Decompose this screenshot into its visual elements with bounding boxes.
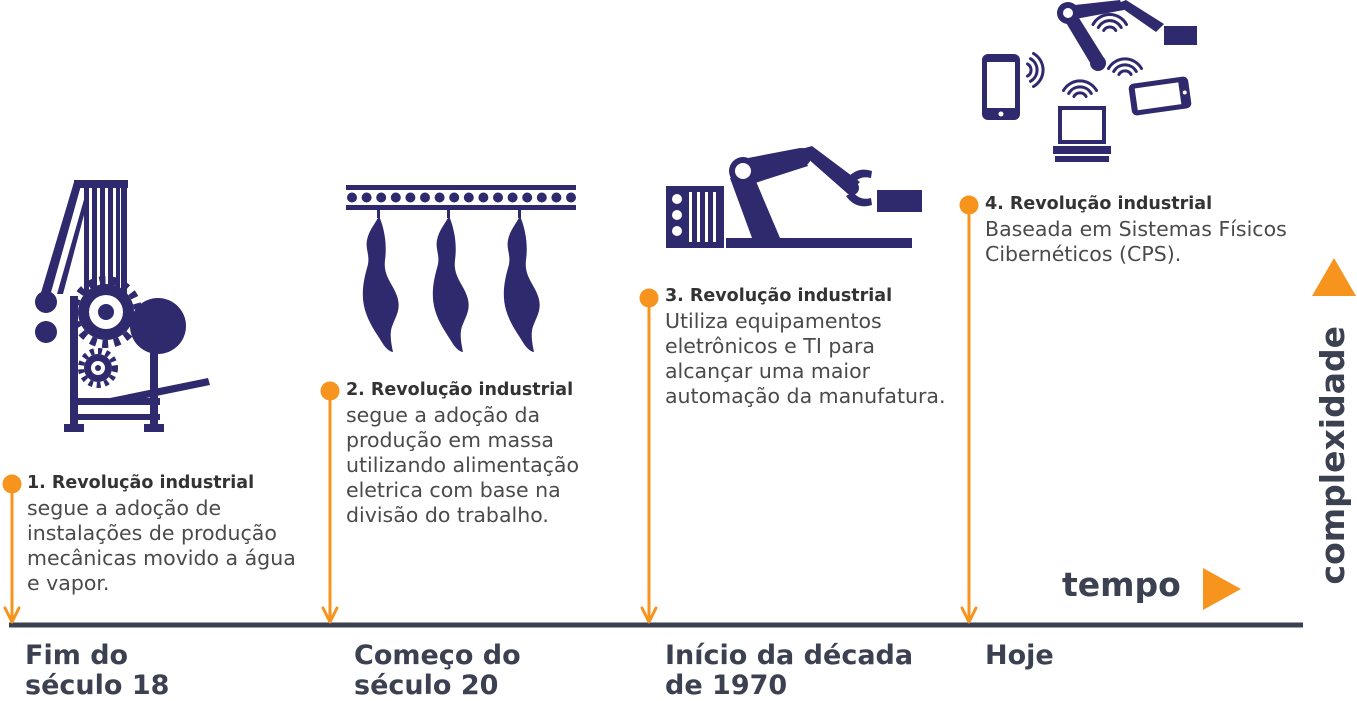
- marker-arrowhead: [960, 606, 978, 624]
- milestone-1-text: 1. Revolução industrial segue a adoção d…: [27, 471, 296, 596]
- period-label-line: Hoje: [985, 640, 1054, 671]
- robot-arm-machine-icon: [666, 146, 922, 248]
- milestone-4-marker: [959, 195, 979, 624]
- milestone-description-line: alcançar uma maior: [665, 359, 871, 383]
- milestone-title: 2. Revolução industrial: [346, 380, 574, 400]
- carcass-shapes: [362, 216, 540, 352]
- period-label-line: Início da década: [665, 640, 914, 671]
- milestone-description-line: produção em massa: [346, 428, 554, 452]
- marker-arrowhead: [640, 606, 658, 624]
- marker-dot: [2, 474, 22, 494]
- robot-base-platform: [726, 238, 912, 248]
- milestone-description-line: Cibernéticos (CPS).: [985, 242, 1182, 266]
- laptop-icon: [1053, 106, 1111, 162]
- milestone-description-line: divisão do trabalho.: [346, 503, 549, 527]
- loom-icon: [35, 180, 210, 432]
- period-label-line: Fim do: [25, 640, 129, 671]
- milestone-description-line: mecânicas movido a água: [27, 546, 296, 570]
- milestone-2-marker: [320, 381, 340, 624]
- tablet-icon: [1128, 76, 1192, 116]
- period-label-3: Início da década de 1970: [665, 641, 913, 701]
- milestone-description-line: eletrônicos e TI para: [665, 334, 875, 358]
- marker-arrowhead: [3, 606, 21, 624]
- smartphone-icon: [982, 54, 1020, 120]
- milestone-description-line: automação da manufatura.: [665, 384, 946, 408]
- flywheel: [130, 298, 186, 354]
- marker-arrowhead: [321, 606, 339, 624]
- milestone-description-line: segue a adoção da: [346, 403, 541, 427]
- period-label-line: de 1970: [665, 670, 788, 701]
- complexity-axis-label: complexidade: [1313, 326, 1352, 585]
- milestone-description-line: segue a adoção de: [27, 496, 222, 520]
- period-label-4: Hoje: [985, 641, 1054, 671]
- marker-dot: [639, 288, 659, 308]
- marker-dot: [320, 381, 340, 401]
- robot-arm-icon: [1057, 0, 1197, 71]
- machine-cabinet: [666, 186, 724, 248]
- milestone-description-line: Baseada em Sistemas Físicos: [985, 217, 1287, 241]
- small-gear-icon: [78, 348, 118, 388]
- loom-frame: [35, 180, 210, 432]
- large-gear-icon: [70, 276, 142, 348]
- wifi-icon: [1091, 12, 1128, 32]
- milestone-description-line: utilizando alimentação: [346, 453, 580, 477]
- milestone-3-text: 3. Revolução industrial Utiliza equipame…: [665, 284, 945, 409]
- milestone-title: 1. Revolução industrial: [27, 473, 255, 493]
- milestone-2-text: 2. Revolução industrial segue a adoção d…: [346, 378, 579, 528]
- period-label-line: século 18: [25, 670, 170, 701]
- wifi-icon: [1062, 79, 1098, 98]
- milestone-description-line: Utiliza equipamentos: [665, 309, 882, 333]
- milestone-title: 3. Revolução industrial: [665, 286, 893, 306]
- period-label-line: século 20: [354, 670, 499, 701]
- milestone-4-text: 4. Revolução industrial Baseada em Siste…: [985, 192, 1287, 267]
- period-label-line: Começo do: [354, 640, 521, 671]
- period-label-1: Fim do século 18: [25, 641, 169, 701]
- milestone-title: 4. Revolução industrial: [985, 194, 1213, 214]
- milestone-1-marker: [2, 474, 22, 624]
- time-axis-label: tempo: [1062, 565, 1181, 604]
- conveyor-rail: [346, 185, 576, 210]
- triangle-right-icon: [1203, 568, 1241, 610]
- marker-dot: [959, 195, 979, 215]
- milestone-description-line: eletrica com base na: [346, 478, 561, 502]
- milestone-3-marker: [639, 288, 659, 624]
- milestone-description-line: e vapor.: [27, 571, 110, 595]
- triangle-up-icon: [1312, 258, 1356, 296]
- period-label-2: Começo do século 20: [354, 641, 521, 701]
- milestone-description-line: instalações de produção: [27, 521, 277, 545]
- conveyor-carcass-icon: [346, 185, 576, 352]
- hooks: [377, 210, 521, 218]
- wifi-icon: [1026, 52, 1045, 88]
- connected-devices-icon: [982, 0, 1197, 162]
- wifi-icon: [1107, 57, 1143, 76]
- robot-arm-icon: [729, 146, 922, 238]
